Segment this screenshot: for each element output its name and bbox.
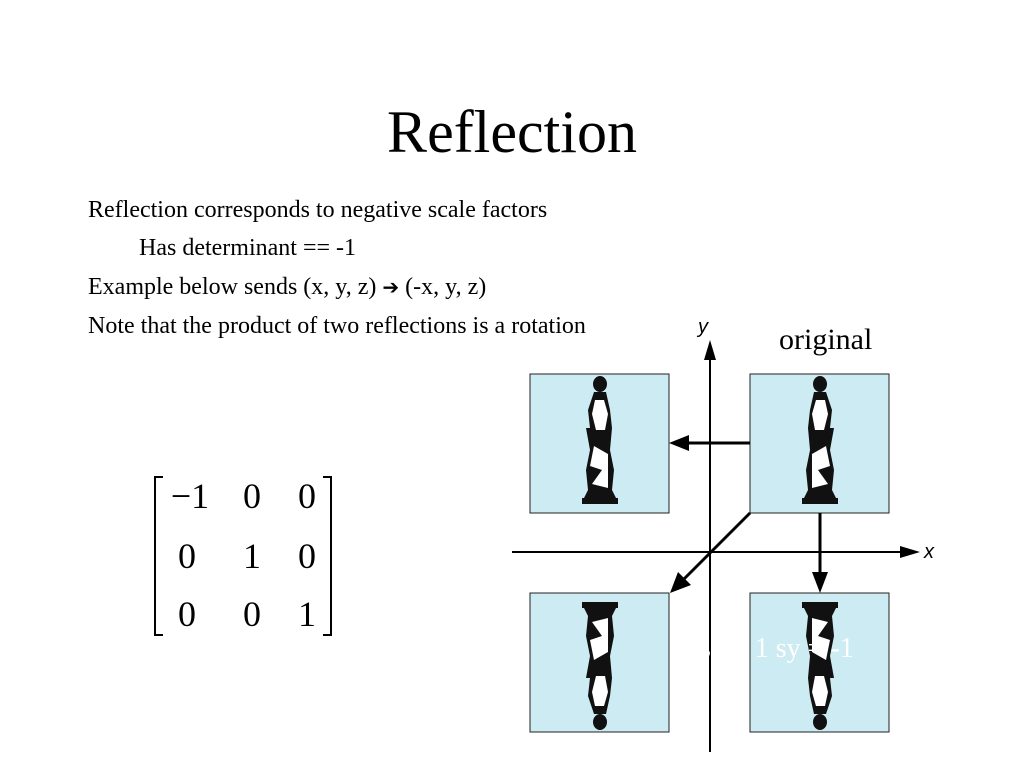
matrix-cell: 1 [298, 594, 316, 634]
original-label: original [779, 323, 873, 356]
matrix-cell: 0 [298, 536, 316, 576]
right-arrow-icon: ➔ [382, 275, 400, 299]
arrow-left-head-icon [669, 435, 689, 451]
matrix-left-bracket [154, 476, 163, 636]
arrow-diagonal [681, 511, 752, 582]
x-axis-arrow-icon [900, 546, 920, 558]
matrix-cell: 0 [298, 476, 316, 516]
matrix-cell: 1 [243, 536, 261, 576]
matrix-cell: −1 [170, 476, 210, 516]
reflection-figure: y x [512, 316, 935, 752]
bullet-reflection-scale: Reflection corresponds to negative scale… [88, 197, 548, 223]
bullet-example: Example below sends (x, y, z) ➔ (-x, y, … [88, 272, 486, 302]
matrix-cell: 0 [178, 594, 196, 634]
bullet-example-text: Example below sends (x, y, z) [88, 274, 377, 300]
matrix-cell: 0 [243, 476, 261, 516]
arrow-diagonal-head-icon [670, 572, 691, 593]
bullet-product-rotation: Note that the product of two reflections… [88, 313, 586, 339]
matrix-cell: 0 [243, 594, 261, 634]
x-axis-label: x [923, 541, 935, 563]
hidden-caption: sx = 1 sy = -1 [700, 633, 854, 664]
bullet-example-result: (-x, y, z) [405, 274, 487, 300]
reflection-matrix: −1 0 0 0 1 0 0 0 1 [154, 472, 332, 636]
y-axis-label: y [696, 316, 709, 338]
matrix-cell: 0 [178, 536, 196, 576]
arrow-down-head-icon [812, 572, 828, 593]
matrix-right-bracket [323, 476, 332, 636]
bullet-determinant: Has determinant == -1 [139, 235, 357, 261]
slide-title: Reflection [387, 99, 637, 165]
y-axis-arrow-icon [704, 340, 716, 360]
